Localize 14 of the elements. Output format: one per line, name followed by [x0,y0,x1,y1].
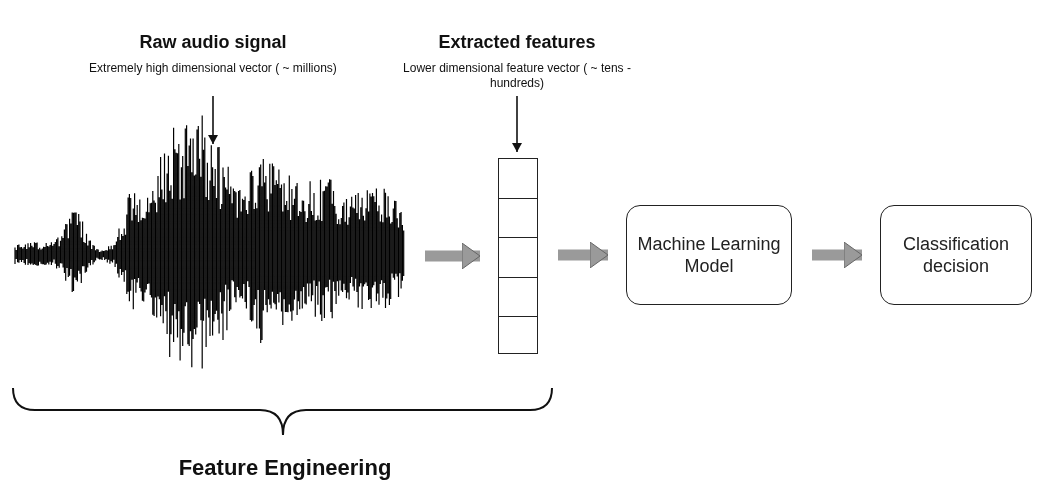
process-box: Classification decision [880,205,1032,305]
heading: Raw audio signal [138,32,288,53]
annotation-text: Lower dimensional feature vector ( ~ tens - hundreds) [402,61,632,91]
arrow [558,241,609,269]
waveform-drawing [14,114,405,370]
process-box: Machine Learning Model [626,205,792,305]
annotation-text: Extremely high dimensional vector ( ~ millions) [88,61,338,76]
arrow [812,241,863,269]
heading: Extracted features [437,32,597,53]
feature-vector [498,158,538,354]
arrow [208,95,218,145]
arrow [512,95,522,153]
arrow [425,242,481,270]
section-label: Feature Engineering [177,455,393,481]
